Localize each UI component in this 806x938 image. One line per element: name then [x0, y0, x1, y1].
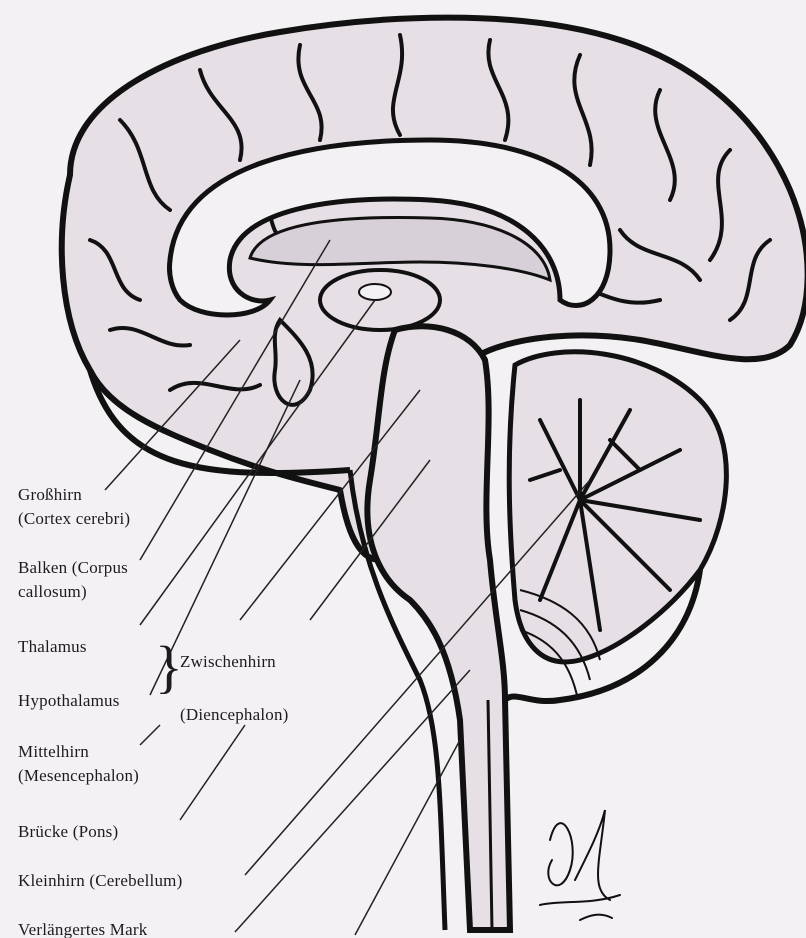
label-thalamus-text: Thalamus	[18, 635, 87, 659]
label-cortex-line2: (Cortex cerebri)	[18, 507, 130, 531]
brace-diencephalon: }	[155, 633, 183, 701]
label-diencephalon-line1: Zwischenhirn	[180, 635, 289, 688]
label-corpus-callosum: Balken (Corpus callosum)	[18, 556, 128, 604]
artist-signature	[540, 810, 620, 920]
label-cerebellum-text: Kleinhirn (Cerebellum)	[18, 869, 182, 893]
label-hypothalamus: Hypothalamus	[18, 689, 120, 713]
label-corpus-callosum-line1: Balken (Corpus	[18, 556, 128, 580]
label-diencephalon-line2: (Diencephalon)	[180, 688, 289, 741]
label-midbrain-line2: (Mesencephalon)	[18, 764, 139, 788]
brainstem	[367, 326, 510, 930]
label-pons: Brücke (Pons)	[18, 820, 118, 844]
label-medulla-text: Verlängertes Mark	[18, 918, 147, 938]
thalamus-nucleus	[359, 284, 391, 300]
label-thalamus: Thalamus	[18, 635, 87, 659]
label-cortex: Großhirn (Cortex cerebri)	[18, 483, 130, 531]
label-diencephalon: Zwischenhirn (Diencephalon)	[180, 635, 289, 741]
label-cerebellum: Kleinhirn (Cerebellum)	[18, 869, 182, 893]
label-cortex-line1: Großhirn	[18, 483, 130, 507]
label-pons-text: Brücke (Pons)	[18, 820, 118, 844]
label-midbrain-line1: Mittelhirn	[18, 740, 139, 764]
label-hypothalamus-text: Hypothalamus	[18, 689, 120, 713]
label-corpus-callosum-line2: callosum)	[18, 580, 128, 604]
leader-midbrain	[140, 725, 160, 745]
label-medulla: Verlängertes Mark	[18, 918, 147, 938]
label-midbrain: Mittelhirn (Mesencephalon)	[18, 740, 139, 788]
